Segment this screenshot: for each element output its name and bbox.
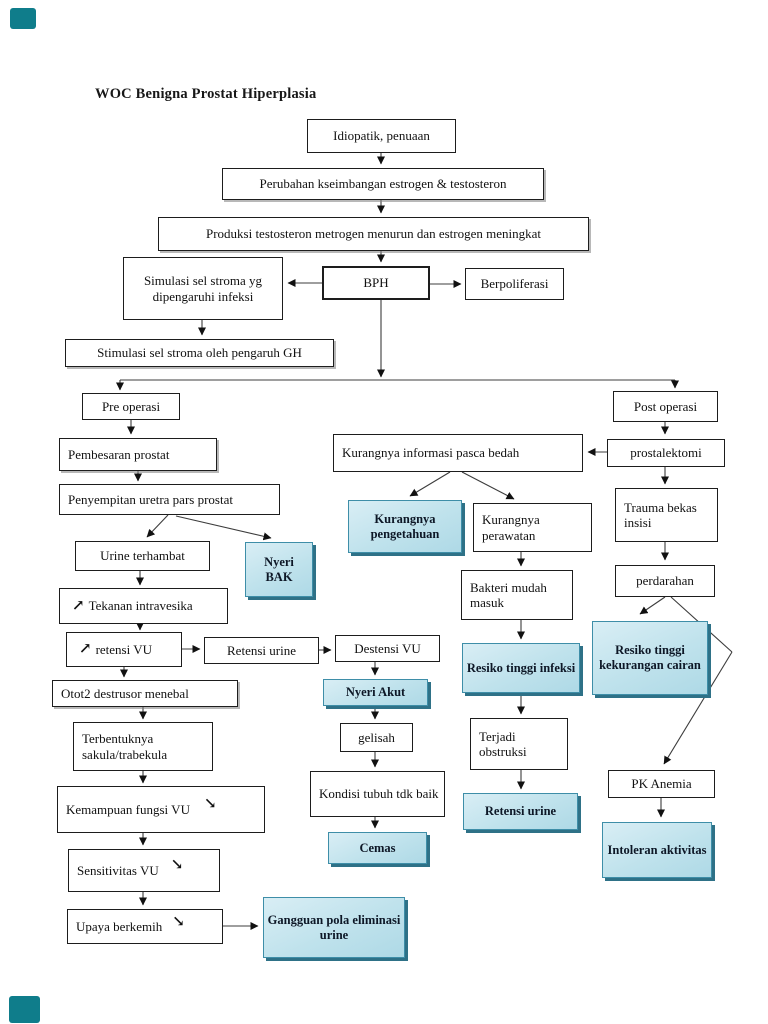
node-tekanan-intravesika: ↗Tekanan intravesika (59, 588, 228, 624)
node-gangguan-pola-eliminasi: Gangguan pola eliminasi urine (263, 897, 405, 958)
page-title: WOC Benigna Prostat Hiperplasia (95, 86, 317, 102)
page-corner-marker-bottom (9, 996, 40, 1023)
node-perubahan-keseimbangan: Perubahan kseimbangan estrogen & testost… (222, 168, 544, 200)
node-bph: BPH (322, 266, 430, 300)
node-berpoliferasi: Berpoliferasi (465, 268, 564, 300)
node-kurangnya-informasi: Kurangnya informasi pasca bedah (333, 434, 583, 472)
node-kurangnya-pengetahuan: Kurangnya pengetahuan (348, 500, 462, 553)
node-idiopatik: Idiopatik, penuaan (307, 119, 456, 153)
node-destensi-vu: Destensi VU (335, 635, 440, 662)
node-post-operasi: Post operasi (613, 391, 718, 422)
node-simulasi-sel-stroma: Simulasi sel stroma yg dipengaruhi infek… (123, 257, 283, 320)
node-kondisi-tubuh: Kondisi tubuh tdk baik (310, 771, 445, 817)
node-otot-destrusor: Otot2 destrusor menebal (52, 680, 238, 707)
node-intoleran-aktivitas: Intoleran aktivitas (602, 822, 712, 878)
node-retensi-vu: ↗retensi VU (66, 632, 182, 667)
trend-up-icon: ↗ (79, 641, 92, 657)
node-resiko-kekurangan-cairan: Resiko tinggi kekurangan cairan (592, 621, 708, 695)
node-pre-operasi: Pre operasi (82, 393, 180, 420)
node-trauma-bekas-insisi: Trauma bekas insisi (615, 488, 718, 542)
node-gelisah: gelisah (340, 723, 413, 752)
trend-up-icon: ↗ (72, 597, 85, 614)
node-kemampuan-fungsi-vu: Kemampuan fungsi VU↘ (57, 786, 265, 833)
page-corner-marker-top (10, 8, 36, 29)
node-pk-anemia: PK Anemia (608, 770, 715, 798)
node-perdarahan: perdarahan (615, 565, 715, 597)
node-nyeri-bak: Nyeri BAK (245, 542, 313, 597)
node-bakteri-mudah-masuk: Bakteri mudah masuk (461, 570, 573, 620)
node-sensitivitas-vu: Sensitivitas VU↘ (68, 849, 220, 892)
node-nyeri-akut: Nyeri Akut (323, 679, 428, 706)
node-stimulasi-sel-stroma: Stimulasi sel stroma oleh pengaruh GH (65, 339, 334, 367)
node-prostalektomi: prostalektomi (607, 439, 725, 467)
node-urine-terhambat: Urine terhambat (75, 541, 210, 571)
trend-down-icon: ↘ (203, 796, 217, 812)
node-penyempitan-uretra: Penyempitan uretra pars prostat (59, 484, 280, 515)
node-kurangnya-perawatan: Kurangnya perawatan (473, 503, 592, 552)
node-retensi-urine: Retensi urine (204, 637, 319, 664)
node-upaya-berkemih: Upaya berkemih↘ (67, 909, 223, 944)
trend-down-icon: ↘ (172, 914, 185, 930)
trend-down-icon: ↘ (170, 857, 184, 873)
node-resiko-tinggi-infeksi: Resiko tinggi infeksi (462, 643, 580, 693)
node-pembesaran-prostat: Pembesaran prostat (59, 438, 217, 471)
node-retensi-urine-diagnosa: Retensi urine (463, 793, 578, 830)
node-terbentuknya-sakula: Terbentuknya sakula/trabekula (73, 722, 213, 771)
node-terjadi-obstruksi: Terjadi obstruksi (470, 718, 568, 770)
node-cemas: Cemas (328, 832, 427, 864)
node-produksi-testosteron: Produksi testosteron metrogen menurun da… (158, 217, 589, 251)
